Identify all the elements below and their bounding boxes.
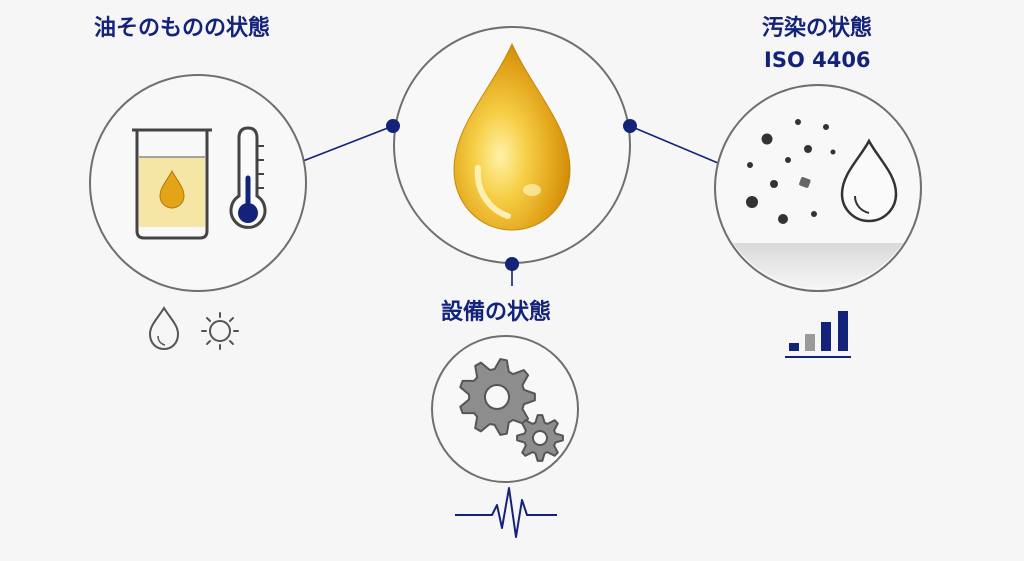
vibration-wave-icon [455, 487, 557, 538]
iso-standard-label: ISO 4406 [764, 48, 871, 72]
oil-condition-title: 油そのものの状態 [94, 16, 271, 41]
thermometer-icon [229, 126, 267, 229]
equipment-node [431, 335, 579, 483]
small-gear-hub [532, 430, 548, 446]
center-node [386, 26, 637, 271]
particles-icon [746, 119, 836, 224]
beaker-icon [132, 128, 212, 240]
water-drop-icon [148, 306, 180, 351]
equipment-title: 設備の状態 [441, 300, 552, 325]
large-gear-hub [484, 384, 510, 410]
center-port-right [623, 119, 637, 133]
connector-oil [302, 125, 394, 162]
signal-bars-icon [785, 311, 851, 358]
contamination-node [714, 84, 922, 292]
sun-icon [201, 312, 239, 350]
oil-condition-node [89, 74, 307, 292]
contamination-drop-icon [840, 138, 898, 223]
connector-contamination [629, 125, 719, 164]
gears-icon [459, 358, 564, 462]
contamination-title: 汚染の状態 [762, 16, 873, 41]
oil-drop-icon [453, 42, 571, 231]
center-port-left [386, 119, 400, 133]
center-port-bottom [505, 257, 519, 271]
